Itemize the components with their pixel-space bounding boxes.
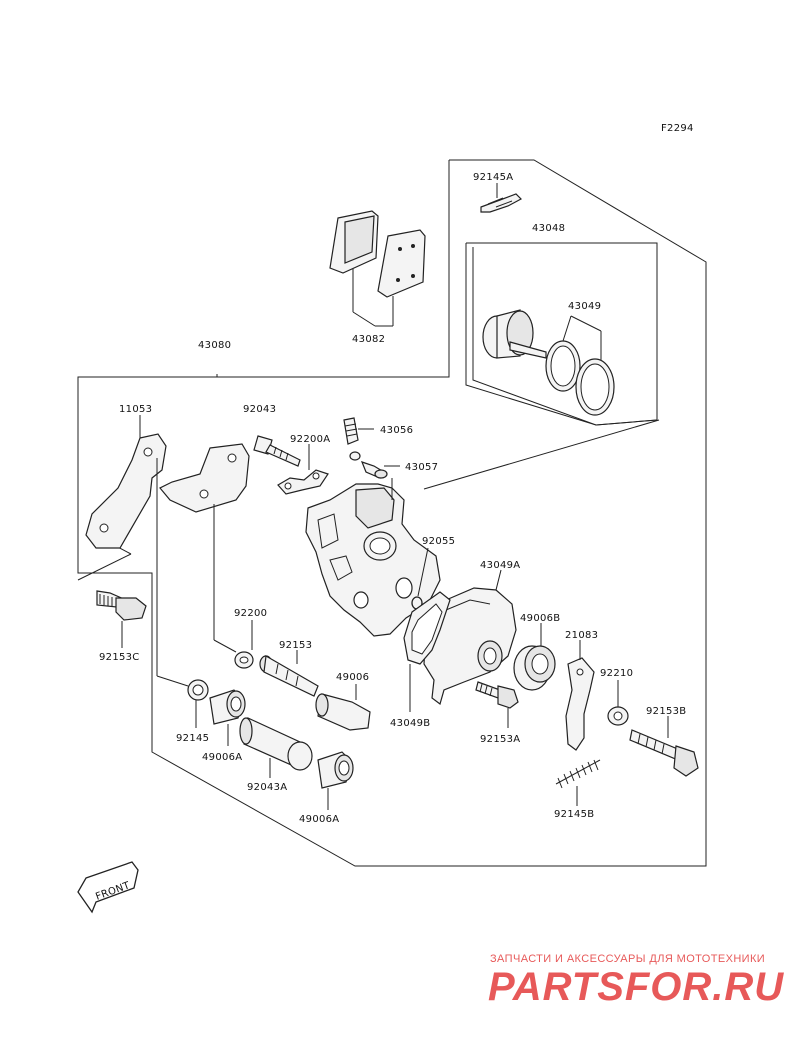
boot-49006A-lower xyxy=(317,751,354,810)
part-labels: F2294 92145A 43048 43049 43082 43080 110… xyxy=(99,123,694,825)
washer-92210 xyxy=(607,680,629,726)
bolt-92043 xyxy=(253,435,329,495)
spring-92145B xyxy=(555,759,601,806)
label-49006A-upper: 49006A xyxy=(202,752,242,763)
label-92145A: 92145A xyxy=(473,172,513,183)
label-43082: 43082 xyxy=(352,334,385,345)
label-49006: 49006 xyxy=(336,672,369,683)
pin-92043A xyxy=(239,717,313,778)
bleeder-valve-43056 xyxy=(343,417,374,445)
washer-92145 xyxy=(187,679,209,728)
bolt-92153C xyxy=(96,590,147,648)
label-92200: 92200 xyxy=(234,608,267,619)
piston-and-seals-43049 xyxy=(482,309,615,416)
leader-lines xyxy=(156,374,237,687)
washer-92200 xyxy=(234,620,254,669)
piston-holder-43049A xyxy=(423,569,517,706)
front-arrow: FRONT xyxy=(77,861,139,914)
label-43049B: 43049B xyxy=(390,718,430,729)
bleeder-cap-43057 xyxy=(349,451,400,479)
seal-43049B xyxy=(403,591,451,712)
label-43048: 43048 xyxy=(532,223,565,234)
watermark-tagline: ЗАПЧАСТИ И АКСЕССУАРЫ ДЛЯ МОТОТЕХНИКИ xyxy=(490,953,765,965)
label-49006A-lower: 49006A xyxy=(299,814,339,825)
label-92200A: 92200A xyxy=(290,434,330,445)
label-43049A: 43049A xyxy=(480,560,520,571)
bolt-92153A xyxy=(475,681,519,728)
label-92055: 92055 xyxy=(422,536,455,547)
boot-49006A-upper xyxy=(209,689,246,746)
boot-49006 xyxy=(315,684,371,731)
label-92043: 92043 xyxy=(243,404,276,415)
label-92145B: 92145B xyxy=(554,809,594,820)
label-11053: 11053 xyxy=(119,404,152,415)
plate-21083 xyxy=(565,640,595,751)
label-92153B: 92153B xyxy=(646,706,686,717)
brake-pads-43082 xyxy=(329,210,426,327)
boot-49006B xyxy=(513,623,556,691)
label-92153C: 92153C xyxy=(99,652,140,663)
label-92210: 92210 xyxy=(600,668,633,679)
label-43057: 43057 xyxy=(405,462,438,473)
bracket-11053 xyxy=(85,415,250,549)
watermark-logo: PARTSFOR.RU xyxy=(488,965,784,1009)
pin-92153 xyxy=(259,650,319,697)
watermark: ЗАПЧАСТИ И АКСЕССУАРЫ ДЛЯ МОТОТЕХНИКИ PA… xyxy=(488,953,784,1009)
boundary-lines xyxy=(77,159,707,867)
caliper-body-43080 xyxy=(305,478,441,637)
label-92145: 92145 xyxy=(176,733,209,744)
label-43056: 43056 xyxy=(380,425,413,436)
spring-clip-92145A xyxy=(480,183,522,213)
label-92043A: 92043A xyxy=(247,782,287,793)
bolt-92153B xyxy=(629,716,699,777)
label-92153A: 92153A xyxy=(480,734,520,745)
label-43049: 43049 xyxy=(568,301,601,312)
label-92153: 92153 xyxy=(279,640,312,651)
label-49006B: 49006B xyxy=(520,613,560,624)
figure-code: F2294 xyxy=(661,123,694,134)
label-43080: 43080 xyxy=(198,340,231,351)
label-21083: 21083 xyxy=(565,630,598,641)
